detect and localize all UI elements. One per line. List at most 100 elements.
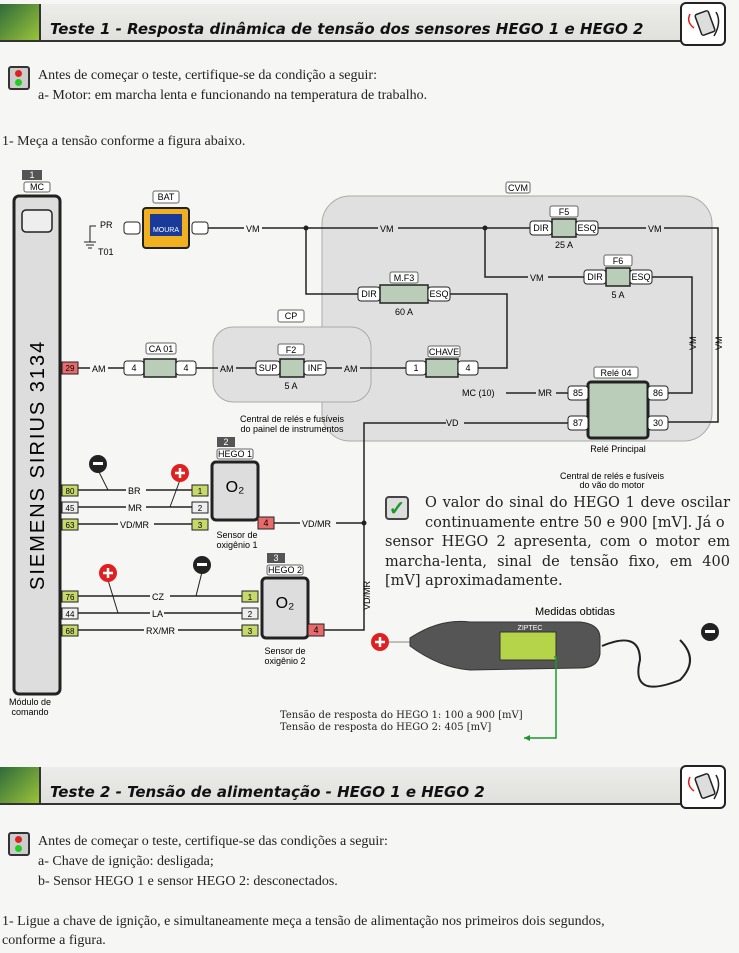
precondition-intro: Antes de começar o teste, certifique-se … — [38, 68, 377, 83]
test2-title: Teste 2 - Tensão de alimentação - HEGO 1… — [50, 783, 485, 801]
traffic-light-icon — [8, 832, 30, 856]
svg-text:VM: VM — [648, 224, 662, 234]
measures-title: Medidas obtidas — [535, 606, 616, 618]
svg-text:VD/MR: VD/MR — [302, 519, 332, 529]
svg-text:Sensor de: Sensor de — [216, 530, 257, 540]
fuse-f5 — [551, 218, 577, 238]
measurements: Tensão de resposta do HEGO 1: 100 a 900 … — [280, 710, 523, 734]
svg-text:VM: VM — [380, 224, 394, 234]
svg-text:87: 87 — [573, 418, 583, 428]
svg-text:86: 86 — [653, 388, 663, 398]
svg-text:MR: MR — [538, 388, 552, 398]
f2-label: F2 — [286, 345, 297, 355]
connector-ca01 — [143, 358, 177, 378]
svg-text:VM: VM — [530, 273, 544, 283]
traffic-light-icon — [8, 66, 30, 90]
svg-text:2: 2 — [248, 610, 253, 619]
test1-precondition: Antes de começar o teste, certifique-se … — [8, 66, 427, 106]
svg-text:VD/MR: VD/MR — [362, 581, 372, 611]
mf3-label: M.F3 — [394, 273, 415, 283]
svg-text:1: 1 — [413, 363, 418, 373]
multimeter-display — [499, 631, 557, 661]
svg-text:30: 30 — [653, 418, 663, 428]
battery-label: BAT — [158, 192, 175, 202]
pr-label: PR — [100, 220, 113, 230]
svg-text:CZ: CZ — [152, 592, 164, 602]
cp-caption: Central de relés e fusíveis — [240, 414, 345, 424]
svg-text:AM: AM — [92, 364, 106, 374]
svg-text:45: 45 — [66, 504, 75, 513]
hego1-label: HEGO 1 — [218, 449, 252, 459]
relay-label: Relé 04 — [600, 368, 631, 378]
multimeter-icon — [680, 2, 726, 46]
mf3-amp: 60 A — [395, 307, 413, 317]
f5-label: F5 — [559, 207, 570, 217]
wire-vd: VD — [446, 418, 459, 428]
svg-text:2: 2 — [198, 504, 203, 513]
f5-amp: 25 A — [555, 240, 573, 250]
svg-text:SUP: SUP — [259, 363, 278, 373]
svg-text:AM: AM — [344, 364, 358, 374]
mc-number: 1 — [29, 170, 34, 180]
svg-text:ESQ: ESQ — [429, 289, 448, 299]
svg-text:1: 1 — [198, 487, 203, 496]
battery-brand: MOURA — [153, 227, 179, 234]
svg-text:68: 68 — [66, 627, 75, 636]
chip-icon — [21, 209, 53, 233]
result-text: O valor do sinal do HEGO 1 deve oscilar … — [425, 495, 730, 531]
fuse-f2 — [279, 358, 305, 378]
f6-label: F6 — [613, 256, 624, 266]
svg-text:63: 63 — [66, 521, 75, 530]
test2-header: Teste 2 - Tensão de alimentação - HEGO 1… — [0, 763, 739, 809]
svg-text:AM: AM — [220, 364, 234, 374]
header-bar — [0, 767, 712, 805]
pin-29: 29 — [66, 364, 75, 373]
wiring-diagram: CVM CP Central de relés e fusíveis do pa… — [9, 170, 724, 741]
svg-text:O₂: O₂ — [276, 595, 295, 612]
svg-text:80: 80 — [66, 487, 75, 496]
precondition-item: a- Motor: em marcha lenta e funcionando … — [38, 88, 428, 103]
svg-text:4: 4 — [465, 363, 470, 373]
svg-text:4: 4 — [131, 363, 136, 373]
f2-amp: 5 A — [284, 381, 297, 391]
test1-title: Teste 1 - Resposta dinâmica de tensão do… — [50, 20, 644, 38]
svg-text:LA: LA — [152, 609, 163, 619]
fuse-mf3 — [379, 284, 429, 304]
result-text: sensor HEGO 2 apresenta, com o motor em … — [385, 534, 730, 589]
ignition-switch — [425, 358, 459, 378]
svg-text:INF: INF — [308, 363, 323, 373]
test2-step1: 1- Ligue a chave de ignição, e simultane… — [2, 912, 605, 950]
f6-amp: 5 A — [611, 290, 624, 300]
relay-icon — [586, 380, 650, 440]
mc-caption: comando — [11, 707, 48, 717]
svg-text:oxigênio 1: oxigênio 1 — [216, 540, 257, 550]
svg-text:3: 3 — [273, 553, 278, 563]
t01-label: T01 — [98, 247, 114, 257]
test2-precondition: Antes de começar o teste, certifique-se … — [8, 832, 388, 892]
svg-text:ESQ: ESQ — [577, 223, 596, 233]
svg-text:O₂: O₂ — [226, 479, 245, 496]
mc-caption: Módulo de — [9, 697, 51, 707]
expected-result: ✓ O valor do sinal do HEGO 1 deve oscila… — [385, 494, 730, 592]
chave-label: CHAVE — [429, 347, 459, 357]
measure-hego1: Tensão de resposta do HEGO 1: 100 a 900 … — [280, 710, 523, 721]
wire-vm: VM — [246, 224, 260, 234]
cvm-caption: Central de relés e fusíveis — [560, 471, 665, 481]
svg-text:RX/MR: RX/MR — [146, 626, 176, 636]
precondition-item: a- Chave de ignição: desligada; — [38, 854, 214, 869]
mc-tag: MC — [30, 182, 44, 192]
mc-module — [12, 194, 62, 696]
svg-text:MR: MR — [128, 503, 142, 513]
precondition-intro: Antes de começar o teste, certifique-se … — [38, 834, 388, 849]
precondition-item: b- Sensor HEGO 1 e sensor HEGO 2: descon… — [38, 874, 338, 889]
cp-label: CP — [285, 311, 298, 321]
step-text: 1- Ligue a chave de ignição, e simultane… — [2, 914, 605, 929]
svg-text:2: 2 — [223, 437, 228, 447]
svg-text:4: 4 — [313, 625, 318, 635]
svg-text:3: 3 — [248, 627, 253, 636]
step-text: conforme a figura. — [2, 933, 106, 948]
fuse-f6 — [605, 267, 631, 287]
svg-text:oxigênio 2: oxigênio 2 — [264, 656, 305, 666]
cvm-caption: do vão do motor — [579, 480, 644, 490]
svg-text:4: 4 — [263, 518, 268, 528]
